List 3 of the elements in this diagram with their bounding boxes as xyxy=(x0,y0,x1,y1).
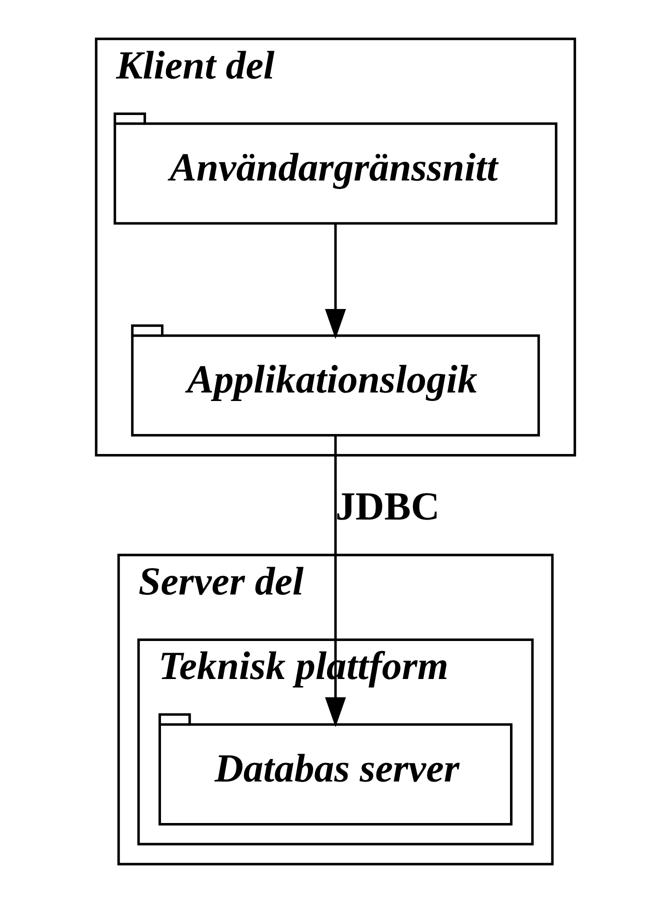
edge-label: JDBC xyxy=(335,483,440,528)
arrow xyxy=(324,224,346,338)
arrow xyxy=(324,435,346,727)
